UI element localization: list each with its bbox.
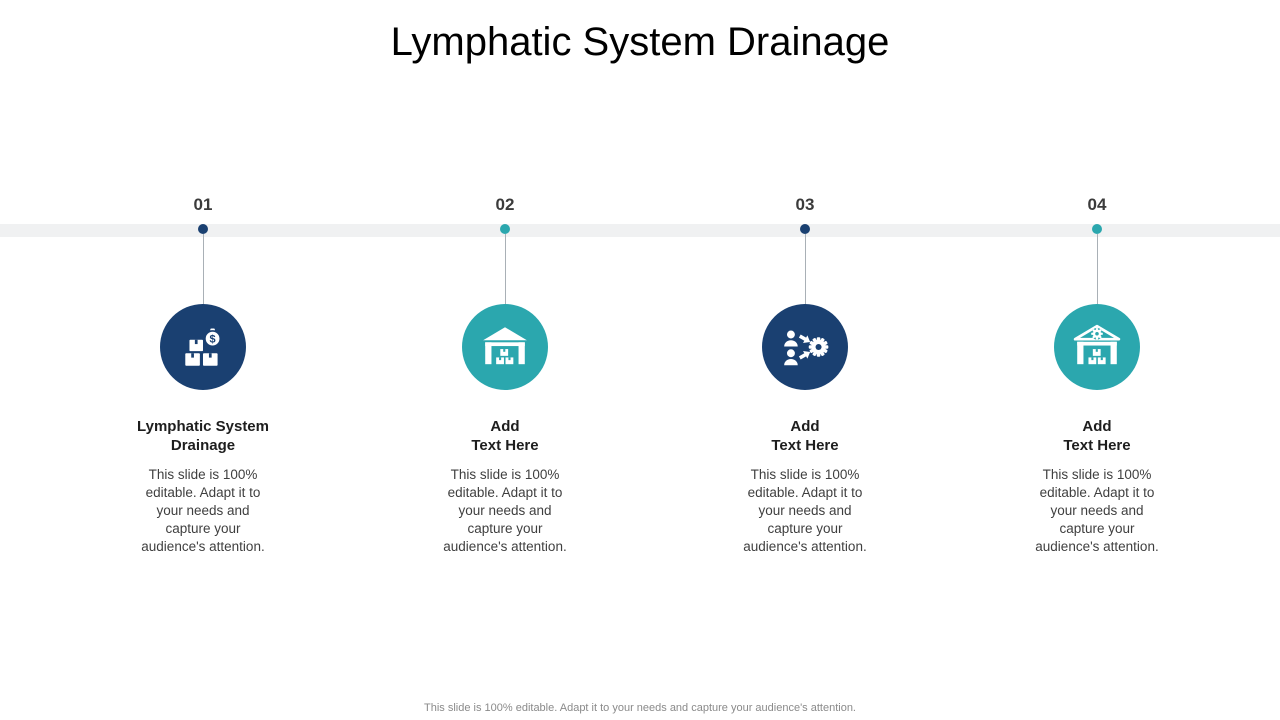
slide-footer-note: This slide is 100% editable. Adapt it to… (424, 702, 856, 714)
people-to-gear-icon (784, 330, 829, 366)
warehouse-gear-icon (1073, 324, 1121, 365)
timeline-step-02: 02 Add Text Here This slide is 100% edit… (390, 194, 620, 556)
timeline-step-01: 01 $ Lymphatic System Drainage This slid… (88, 194, 318, 556)
step-heading: Lymphatic System Drainage (137, 418, 269, 454)
step-description: This slide is 100% editable. Adapt it to… (1035, 467, 1159, 554)
timeline-step-04: 04 (982, 194, 1212, 556)
step-icon-circle (462, 304, 548, 390)
timeline-dot (500, 224, 510, 234)
boxes-dollar-icon: $ (185, 328, 222, 366)
timeline-step-03: 03 Add Text Here Thi (690, 194, 920, 556)
step-number: 03 (795, 195, 815, 214)
timeline-band (0, 224, 1280, 237)
slide-title: Lymphatic System Drainage (390, 20, 890, 64)
step-description: This slide is 100% editable. Adapt it to… (443, 467, 567, 554)
step-number: 04 (1087, 195, 1107, 214)
step-heading: Add Text Here (1063, 418, 1131, 454)
step-heading: Add Text Here (471, 418, 539, 454)
step-description: This slide is 100% editable. Adapt it to… (743, 467, 867, 554)
step-number: 01 (193, 195, 213, 214)
step-description: This slide is 100% editable. Adapt it to… (141, 467, 265, 554)
connector-line (804, 234, 806, 304)
timeline-dot (1092, 224, 1102, 234)
timeline-dot (800, 224, 810, 234)
connector-line (202, 234, 204, 304)
step-icon-circle (1054, 304, 1140, 390)
step-number: 02 (495, 195, 515, 214)
svg-text:$: $ (210, 334, 216, 346)
connector-line (1096, 234, 1098, 304)
step-icon-circle: $ (160, 304, 246, 390)
timeline-dot (198, 224, 208, 234)
step-icon-circle (762, 304, 848, 390)
warehouse-boxes-icon (483, 327, 527, 365)
step-heading: Add Text Here (771, 418, 839, 454)
connector-line (504, 234, 506, 304)
